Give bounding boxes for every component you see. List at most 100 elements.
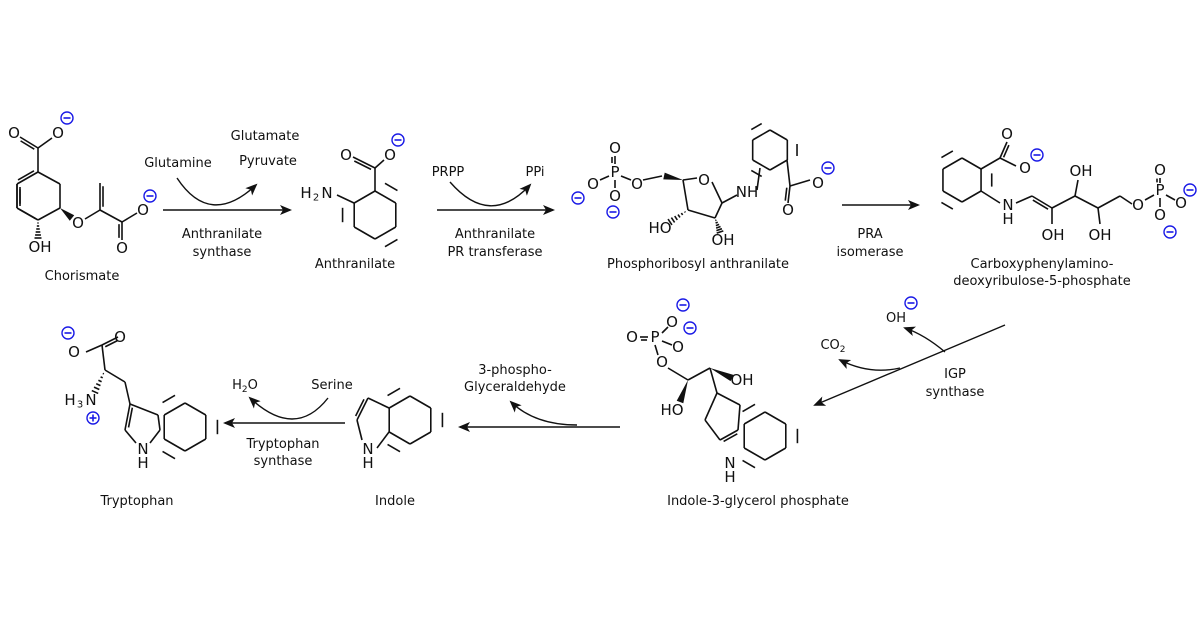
- bond: [356, 419, 363, 441]
- molecule-name: Tryptophan: [99, 494, 173, 509]
- side-arrow: [449, 181, 532, 207]
- bond: [121, 212, 138, 223]
- side-arrow: [248, 396, 329, 420]
- atom-label: N: [724, 454, 735, 472]
- atom-label: O: [8, 124, 20, 142]
- atom-label: O: [1154, 206, 1166, 224]
- bond: [99, 209, 123, 223]
- bond: [37, 207, 61, 221]
- bond: [756, 167, 761, 191]
- bond: [742, 403, 756, 413]
- bond: [19, 208, 36, 220]
- enzyme-label: synthase: [193, 245, 252, 260]
- bond: [961, 157, 982, 170]
- bond: [677, 214, 681, 218]
- bond: [1097, 195, 1121, 209]
- reaction-igp-synthase: OH CO2 IGP synthase: [813, 311, 1006, 406]
- product-label: Pyruvate: [239, 154, 297, 169]
- bond: [1051, 195, 1076, 209]
- bond: [100, 376, 104, 379]
- atom-label: OH: [28, 238, 51, 256]
- bond: [750, 122, 763, 131]
- side-arrow: [903, 326, 946, 353]
- atom-label: O: [68, 343, 80, 361]
- bond: [980, 190, 1001, 204]
- bond: [961, 190, 982, 203]
- atom-label: OH: [711, 231, 734, 249]
- bond: [941, 150, 954, 159]
- enzyme-label: PRA: [857, 227, 882, 242]
- bond: [17, 170, 35, 181]
- molecule-name: Anthranilate: [315, 257, 395, 272]
- bond: [367, 397, 390, 409]
- enzyme-label: Tryptophan: [245, 437, 319, 452]
- atom-label: NH: [736, 183, 759, 201]
- bond: [750, 169, 763, 178]
- reaction-anthranilate-synthase: Glutamine Glutamate Pyruvate Anthranilat…: [144, 129, 299, 260]
- bond: [157, 414, 161, 431]
- product-label: Glyceraldehyde: [464, 380, 566, 395]
- bond: [704, 392, 718, 421]
- bond: [719, 429, 739, 441]
- bond: [388, 395, 411, 409]
- atom-label: O: [812, 174, 824, 192]
- atom-label: O: [72, 214, 84, 232]
- negative-charge-icon: [904, 296, 918, 310]
- bond: [716, 230, 724, 234]
- bond: [1015, 195, 1033, 204]
- bond: [941, 201, 954, 210]
- bond: [1002, 144, 1010, 158]
- negative-charge-icon: [391, 133, 405, 147]
- molecule-indole-3-glycerol-phosphate: O P O O O OH HO N H Indole-3-glycerol ph…: [626, 313, 849, 509]
- enzyme-label: Anthranilate: [455, 227, 535, 242]
- negative-charge-icon: [143, 189, 157, 203]
- atom-label: H: [362, 454, 373, 472]
- reactant-label: Glutamine: [144, 156, 212, 171]
- atom-label: O: [666, 313, 678, 331]
- bond-lines: [16, 122, 1176, 469]
- atom-label: N: [137, 440, 148, 458]
- negative-charge-icon: [61, 326, 75, 340]
- atom-label: H: [724, 468, 735, 486]
- bond: [20, 140, 35, 150]
- molecule-cdrp: O O N H OH OH OH O P O O O Carboxyphenyl…: [953, 125, 1187, 289]
- atom-label: 2: [313, 193, 319, 204]
- bond: [661, 326, 669, 334]
- positive-charge-icon: [86, 411, 100, 425]
- product-label: CO2: [820, 338, 845, 355]
- product-label: Glutamate: [231, 129, 300, 144]
- atom-label: N: [362, 440, 373, 458]
- atom-label: O: [782, 201, 794, 219]
- bond: [742, 459, 756, 469]
- molecule-indole: N H Indole: [362, 440, 415, 509]
- negative-charge-icon: [1183, 183, 1197, 197]
- bond: [784, 187, 788, 201]
- bond: [1032, 199, 1049, 210]
- reactant-label: PRPP: [432, 165, 465, 180]
- bond: [384, 182, 398, 192]
- product-label: 3-phospho-: [478, 363, 552, 378]
- molecule-chorismate: O O O O O OH Chorismate: [8, 124, 149, 284]
- bond: [654, 344, 659, 356]
- bond: [682, 177, 698, 181]
- atom-label: O: [656, 353, 668, 371]
- bond: [101, 336, 119, 346]
- bond: [163, 438, 186, 452]
- bond: [129, 403, 159, 416]
- atom-label: O: [384, 146, 396, 164]
- atom-label: O: [609, 187, 621, 205]
- bond: [98, 379, 102, 383]
- bond: [1031, 195, 1053, 209]
- bond: [704, 419, 721, 441]
- atom-label: O: [1154, 161, 1166, 179]
- bond: [715, 223, 720, 227]
- atom-label: OH: [730, 371, 753, 389]
- bond: [149, 429, 161, 444]
- bond: [999, 141, 1008, 159]
- bond: [786, 159, 791, 187]
- product-label: PPi: [525, 165, 544, 180]
- product-label-text: O: [248, 378, 258, 393]
- bond: [680, 212, 684, 216]
- bond: [670, 217, 676, 223]
- reactant-label: OH: [886, 311, 906, 326]
